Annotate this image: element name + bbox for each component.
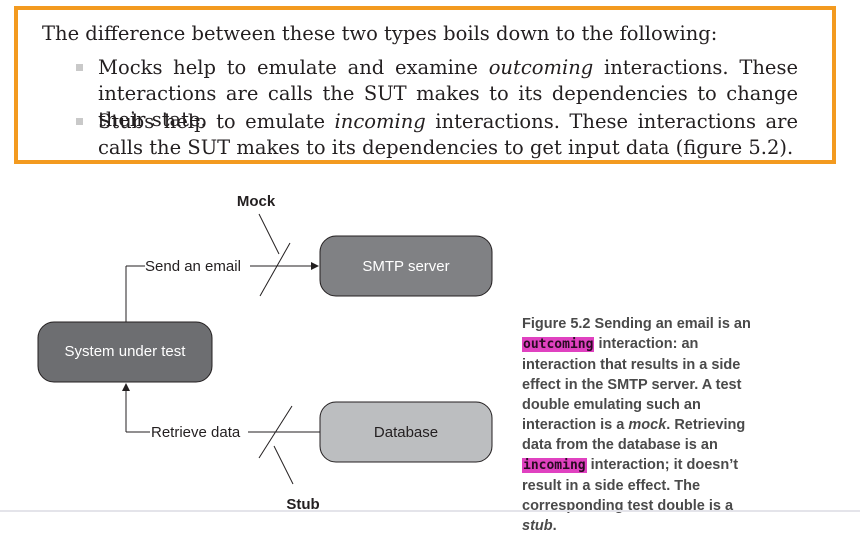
bullet-mocks-text-after: interactions. These interactions are cal… — [98, 56, 798, 131]
mock-label: Mock — [237, 193, 276, 210]
send-email-label: Send an email — [145, 258, 241, 275]
bullet-stubs-text-after: interactions. These interactions are cal… — [98, 110, 798, 159]
page-bottom-divider — [0, 510, 860, 512]
bullet-mocks: Mocks help to emulate and examine outcom… — [76, 55, 798, 133]
bullet-stubs-text-before: Stubs help to emulate — [98, 110, 335, 133]
database-box — [319, 401, 493, 463]
caption-highlight-incoming: incoming — [522, 458, 587, 473]
callout-intro: The difference between these two types b… — [42, 22, 718, 45]
sut-box — [37, 321, 213, 383]
callout-box: The difference between these two types b… — [14, 6, 836, 164]
bullet-mocks-emphasis: outcoming — [488, 56, 594, 79]
caption-mock-word: mock — [628, 417, 667, 433]
figure-caption: Figure 5.2 Sending an email is an outcom… — [522, 314, 770, 536]
bullet-marker-icon — [76, 118, 83, 125]
bullet-stubs-emphasis: incoming — [334, 110, 426, 133]
mock-slash — [259, 242, 291, 297]
stub-label: Stub — [286, 496, 319, 513]
caption-part-3: . Retrieving data from the database is a… — [522, 417, 746, 453]
stub-pointer-line — [273, 445, 294, 485]
bullet-mocks-text-before: Mocks help to emulate and examine — [98, 56, 489, 79]
caption-stub-word: stub — [522, 518, 553, 534]
bullet-stubs: Stubs help to emulate incoming interacti… — [76, 109, 798, 161]
caption-part-5: . — [552, 518, 557, 534]
smtp-server-box — [319, 235, 493, 297]
retrieve-data-label: Retrieve data — [151, 424, 241, 441]
caption-part-1: Figure 5.2 Sending an email is an — [522, 316, 751, 332]
caption-highlight-outcoming: outcoming — [522, 337, 595, 352]
smtp-server-label: SMTP server — [362, 258, 449, 275]
database-label: Database — [374, 424, 438, 441]
sut-label: System under test — [65, 343, 187, 360]
mock-pointer-line — [258, 213, 280, 255]
figure-diagram: System under test SMTP server Database S… — [37, 193, 493, 513]
bullet-marker-icon — [76, 64, 83, 71]
stub-slash — [258, 405, 293, 459]
caption-part-2: interaction: an interaction that results… — [522, 336, 742, 433]
